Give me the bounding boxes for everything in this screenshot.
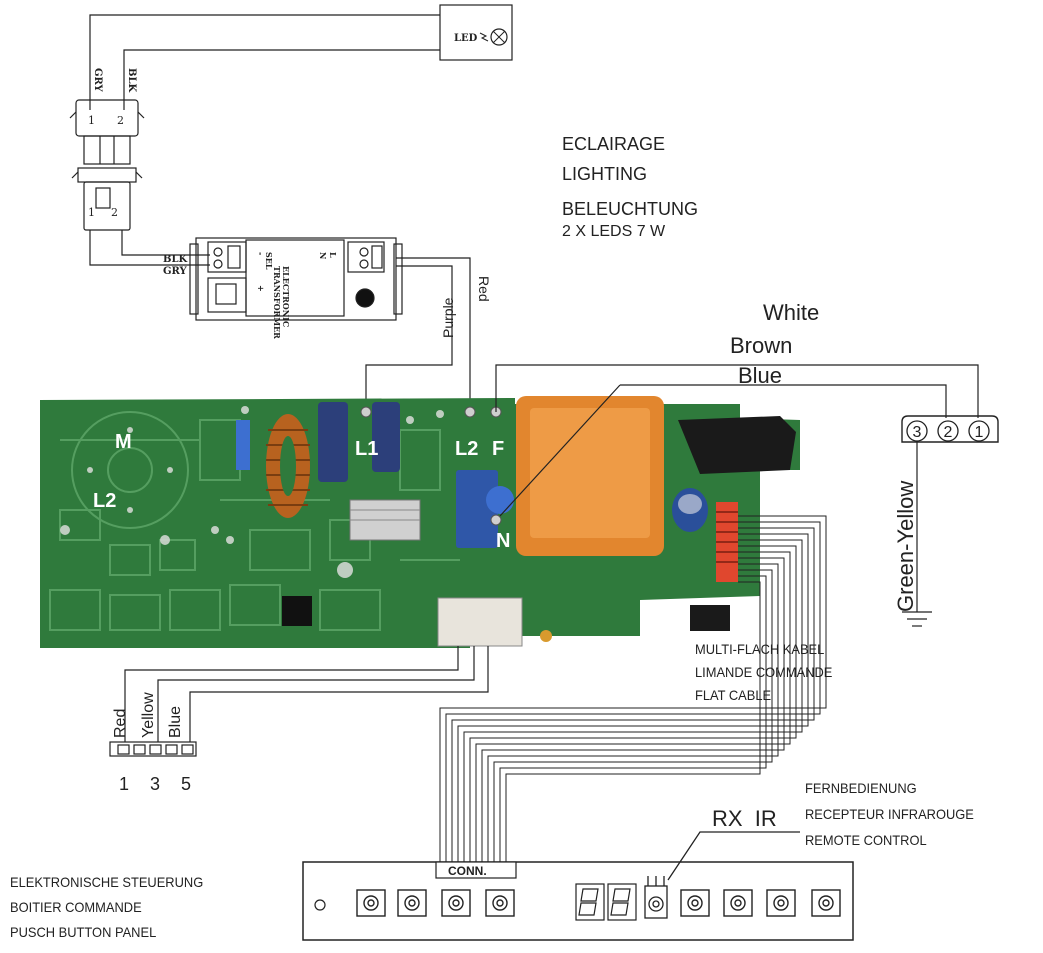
remote-line-3: REMOTE CONTROL xyxy=(805,832,927,848)
bottom-left-connector xyxy=(109,741,197,757)
transformer-plus: + xyxy=(256,285,266,292)
terminal-3: 3 xyxy=(913,424,922,441)
terminal-block: 3 2 1 xyxy=(901,415,999,443)
transformer-sel: SEL xyxy=(264,252,274,270)
wire-label-yellow-bottom: Yellow xyxy=(140,692,157,738)
pin-2-lower: 2 xyxy=(111,206,118,219)
pin-1-lower: 1 xyxy=(88,206,95,219)
led-label: LED xyxy=(454,33,478,44)
pcb-label-l1: L1 xyxy=(355,438,379,460)
flat-cable-line-2: LIMANDE COMMANDE xyxy=(695,664,833,680)
lighting-line-4: 2 X LEDS 7 W xyxy=(562,223,666,240)
panel-button[interactable] xyxy=(723,889,753,917)
wire-label-purple: Purple xyxy=(440,297,456,338)
panel-button[interactable] xyxy=(766,889,796,917)
panel-button[interactable] xyxy=(485,889,515,917)
wire-label-red-bottom: Red xyxy=(112,708,129,738)
mains-wires xyxy=(495,364,979,517)
flat-cable-right xyxy=(439,515,827,862)
bottom-pin-5: 5 xyxy=(181,774,192,794)
bottom-pin-3: 3 xyxy=(150,774,161,794)
wire-label-white: White xyxy=(763,300,820,325)
pin-2-upper: 2 xyxy=(117,114,124,127)
button-panel xyxy=(302,861,854,941)
led-wires xyxy=(89,14,440,110)
wire-label-gry-trafo: GRY xyxy=(163,266,188,277)
pcb-label-n: N xyxy=(496,530,511,552)
wire-label-red-top: Red xyxy=(476,276,492,302)
lamp-icon xyxy=(490,28,508,46)
wire-label-brown: Brown xyxy=(730,333,793,358)
lighting-line-1: ECLAIRAGE xyxy=(562,134,666,154)
panel-button[interactable] xyxy=(356,889,386,917)
wire-label-blue-bottom: Blue xyxy=(167,705,184,738)
panel-buttons xyxy=(356,889,841,917)
led-box: LED xyxy=(439,4,513,61)
ir-receiver-icon xyxy=(644,831,800,919)
pin-1-upper: 1 xyxy=(88,114,95,127)
wire-label-blue: Blue xyxy=(738,363,783,388)
remote-line-1: FERNBEDIENUNG xyxy=(805,780,917,796)
lighting-line-3: BELEUCHTUNG xyxy=(562,199,699,219)
ground-wire xyxy=(902,442,932,627)
pcb-board xyxy=(40,396,800,648)
pcb-label-m: M xyxy=(115,431,132,453)
panel-line-3: PUSCH BUTTON PANEL xyxy=(10,924,157,940)
pcb-label-l2: L2 xyxy=(455,438,479,460)
wire-label-blk-top: BLK xyxy=(126,68,137,92)
panel-line-2: BOITIER COMMANDE xyxy=(10,899,142,915)
low-voltage-wires xyxy=(124,646,489,742)
panel-button[interactable] xyxy=(811,889,841,917)
electronic-transformer xyxy=(189,237,403,321)
transformer-minus: - xyxy=(256,252,266,255)
wire-label-gry-top: GRY xyxy=(92,68,103,93)
remote-line-2: RECEPTEUR INFRAROUGE xyxy=(805,806,974,822)
transformer-n: N xyxy=(318,252,328,259)
panel-button[interactable] xyxy=(397,889,427,917)
rx-ir-label: RX IR xyxy=(712,806,777,831)
transformer-l: L xyxy=(328,252,338,258)
lighting-line-2: LIGHTING xyxy=(562,164,648,184)
pcb-label-l2-left: L2 xyxy=(93,490,117,512)
bottom-pin-1: 1 xyxy=(119,774,130,794)
panel-line-1: ELEKTRONISCHE STEUERUNG xyxy=(10,874,204,890)
terminal-1: 1 xyxy=(975,424,984,441)
panel-button[interactable] xyxy=(680,889,710,917)
pcb-label-f: F xyxy=(492,438,505,460)
wire-label-blk-trafo: BLK xyxy=(163,254,187,265)
connector-socket xyxy=(71,167,143,231)
transformer-text-2: TRANSFORMER xyxy=(272,266,282,339)
connector-wires xyxy=(89,230,210,266)
seven-segment-display xyxy=(575,883,637,921)
conn-label: CONN. xyxy=(448,864,487,878)
connector-plug xyxy=(69,99,145,165)
terminal-2: 2 xyxy=(944,424,953,441)
flat-cable-line-1: MULTI-FLACH KABEL xyxy=(695,641,825,657)
transformer-text-1: ELECTRONIC xyxy=(281,266,291,327)
wire-label-green-yellow: Green-Yellow xyxy=(893,480,918,612)
flat-cable-line-3: FLAT CABLE xyxy=(695,687,772,703)
trafo-pcb-wires xyxy=(365,257,471,412)
panel-button[interactable] xyxy=(441,889,471,917)
